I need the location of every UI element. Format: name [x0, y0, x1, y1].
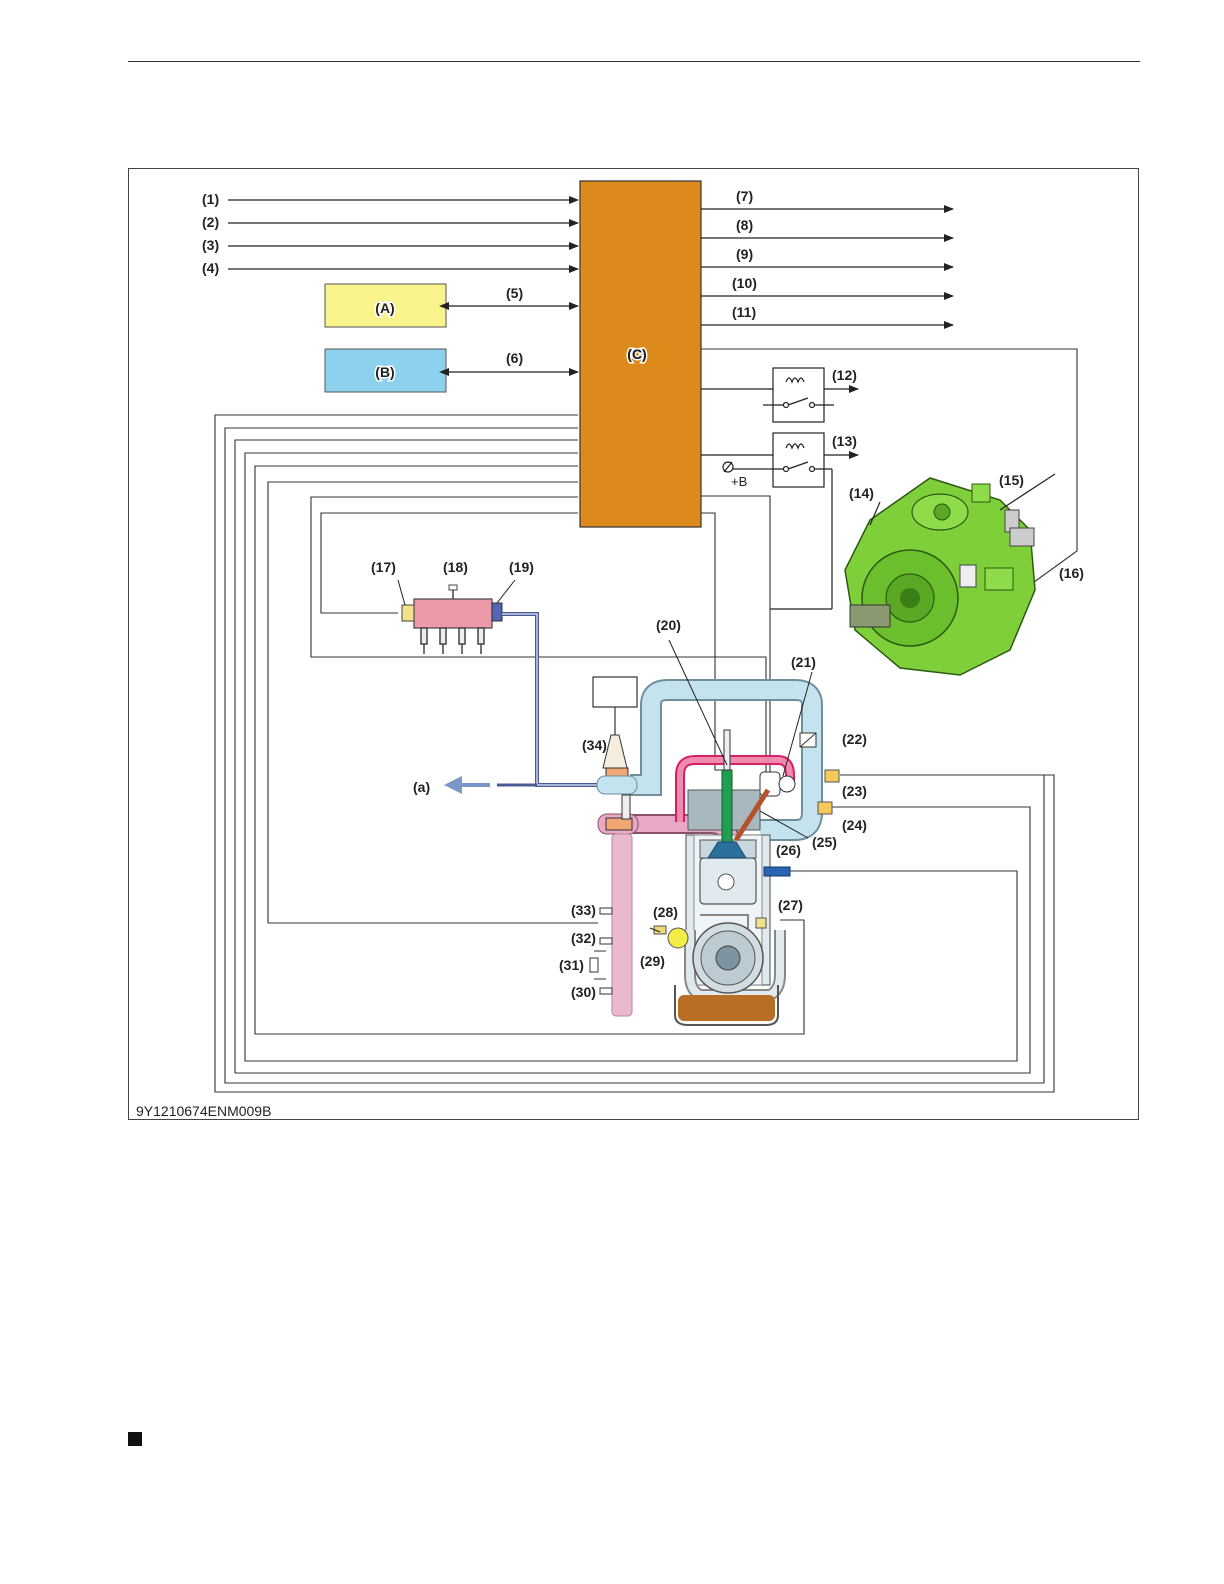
label-10: (10) — [732, 275, 757, 291]
label-4: (4) — [202, 260, 219, 276]
block-a-label: (A) — [375, 300, 394, 316]
label-1: (1) — [202, 191, 219, 207]
plus-b-label: +B — [731, 474, 747, 489]
label-2: (2) — [202, 214, 219, 230]
label-25: (25) — [812, 834, 837, 850]
label-5: (5) — [506, 285, 523, 301]
label-33: (33) — [571, 902, 596, 918]
label-a: (a) — [413, 779, 430, 795]
label-34: (34) — [582, 737, 607, 753]
label-15: (15) — [999, 472, 1024, 488]
label-8: (8) — [736, 217, 753, 233]
relay-13 — [701, 433, 858, 609]
fuel-return-arrow — [444, 776, 537, 794]
label-31: (31) — [559, 957, 584, 973]
label-16: (16) — [1059, 565, 1084, 581]
block-b-label: (B) — [375, 364, 394, 380]
label-30: (30) — [571, 984, 596, 1000]
label-17: (17) — [371, 559, 396, 575]
label-21: (21) — [791, 654, 816, 670]
label-19: (19) — [509, 559, 534, 575]
label-24: (24) — [842, 817, 867, 833]
label-28: (28) — [653, 904, 678, 920]
label-9: (9) — [736, 246, 753, 262]
label-13: (13) — [832, 433, 857, 449]
label-27: (27) — [778, 897, 803, 913]
figure-caption: 9Y1210674ENM009B — [136, 1103, 271, 1119]
label-11: (11) — [732, 304, 756, 320]
common-rail — [398, 580, 600, 785]
label-29: (29) — [640, 953, 665, 969]
label-14: (14) — [849, 485, 874, 501]
label-22: (22) — [842, 731, 867, 747]
label-7: (7) — [736, 188, 753, 204]
label-6: (6) — [506, 350, 523, 366]
supply-pump — [845, 474, 1055, 675]
ecu-label-front: (C) — [627, 346, 646, 362]
label-26: (26) — [776, 842, 801, 858]
label-23: (23) — [842, 783, 867, 799]
label-12: (12) — [832, 367, 857, 383]
label-3: (3) — [202, 237, 219, 253]
label-18: (18) — [443, 559, 468, 575]
label-32: (32) — [571, 930, 596, 946]
section-bullet — [128, 1432, 142, 1446]
engine-section — [590, 640, 839, 1025]
label-20: (20) — [656, 617, 681, 633]
